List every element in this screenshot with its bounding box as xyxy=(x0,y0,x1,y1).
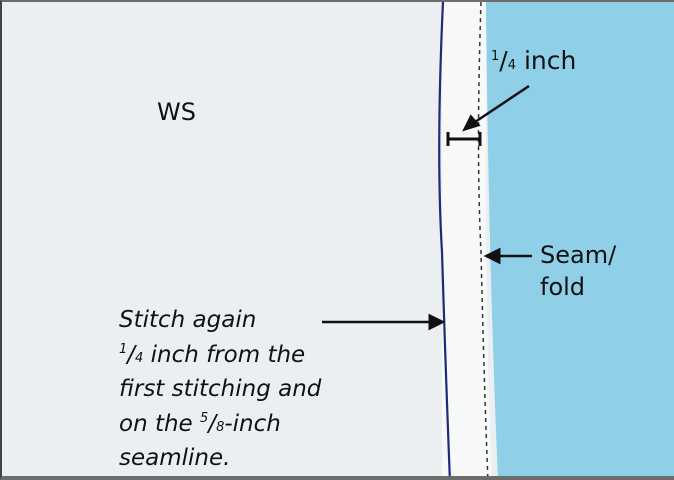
seam-allowance xyxy=(442,2,492,476)
quarter-inch-label: 1/4 inch xyxy=(491,46,577,75)
right-side-fabric xyxy=(486,2,674,476)
arrow-seam-icon xyxy=(483,247,501,265)
arrow-quarter-icon xyxy=(462,114,481,132)
arrow-stitch-icon xyxy=(428,313,446,331)
wrong-side-label: WS xyxy=(157,98,196,126)
instruction-label: Stitch again 1/4 inch from the first sti… xyxy=(119,307,322,471)
seam-fold-label: Seam/ fold xyxy=(540,241,617,301)
second-stitching-line xyxy=(438,2,451,476)
first-stitching-line xyxy=(477,2,489,476)
